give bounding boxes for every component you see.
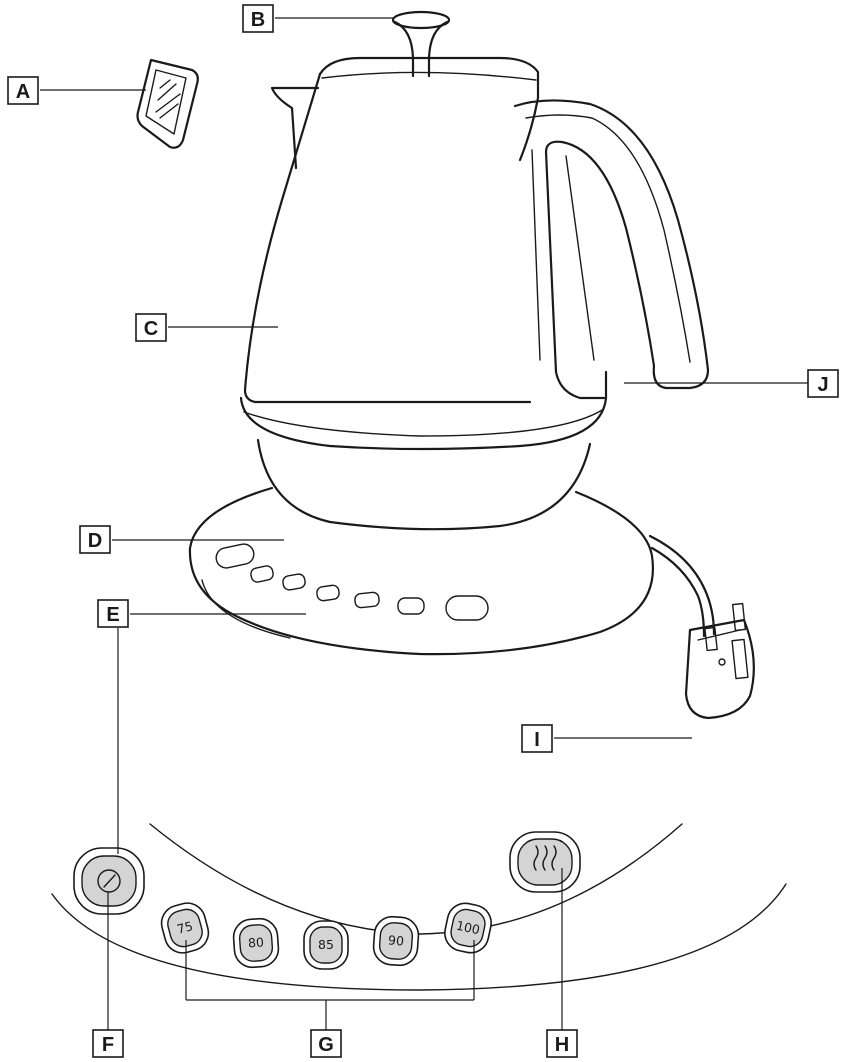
- label-g: G: [310, 1029, 342, 1058]
- temp-label-90: 90: [388, 932, 405, 948]
- label-c: C: [135, 313, 167, 342]
- svg-text:I: I: [534, 729, 540, 751]
- temperature-buttons: 75 80 85 90 100: [158, 899, 494, 970]
- label-f: F: [92, 1029, 124, 1058]
- leader-lines: [40, 17, 808, 1038]
- label-i: I: [521, 724, 553, 753]
- label-d: D: [79, 525, 111, 554]
- svg-text:J: J: [817, 374, 828, 396]
- label-h: H: [546, 1029, 578, 1058]
- power-base: [188, 486, 654, 656]
- power-cord-plug: [648, 534, 755, 720]
- temp-label-100: 100: [455, 918, 482, 938]
- svg-text:C: C: [144, 318, 158, 340]
- svg-text:E: E: [106, 604, 119, 626]
- limescale-filter: [136, 58, 199, 149]
- svg-text:F: F: [102, 1034, 114, 1056]
- control-panel-closeup: [51, 823, 787, 991]
- temp-label-85: 85: [318, 937, 334, 952]
- temp-button-90[interactable]: 90: [372, 915, 420, 967]
- label-b: B: [242, 4, 274, 33]
- lid-knob: [391, 10, 451, 78]
- power-button[interactable]: [73, 847, 145, 915]
- svg-text:B: B: [251, 9, 265, 31]
- label-j: J: [807, 369, 839, 398]
- kettle-body: [239, 56, 608, 531]
- svg-text:G: G: [318, 1034, 334, 1056]
- temp-button-80[interactable]: 80: [232, 917, 280, 969]
- label-e: E: [97, 599, 129, 628]
- kettle-handle: [513, 99, 710, 400]
- temp-button-100[interactable]: 100: [441, 900, 494, 956]
- temp-label-80: 80: [248, 934, 265, 950]
- temp-button-85[interactable]: 85: [303, 920, 349, 970]
- keep-warm-button[interactable]: [509, 831, 581, 893]
- temp-button-75[interactable]: 75: [158, 899, 213, 957]
- temp-label-75: 75: [175, 918, 194, 937]
- label-a: A: [7, 76, 39, 105]
- svg-text:D: D: [88, 530, 102, 552]
- svg-text:A: A: [16, 81, 30, 103]
- svg-text:H: H: [555, 1034, 569, 1056]
